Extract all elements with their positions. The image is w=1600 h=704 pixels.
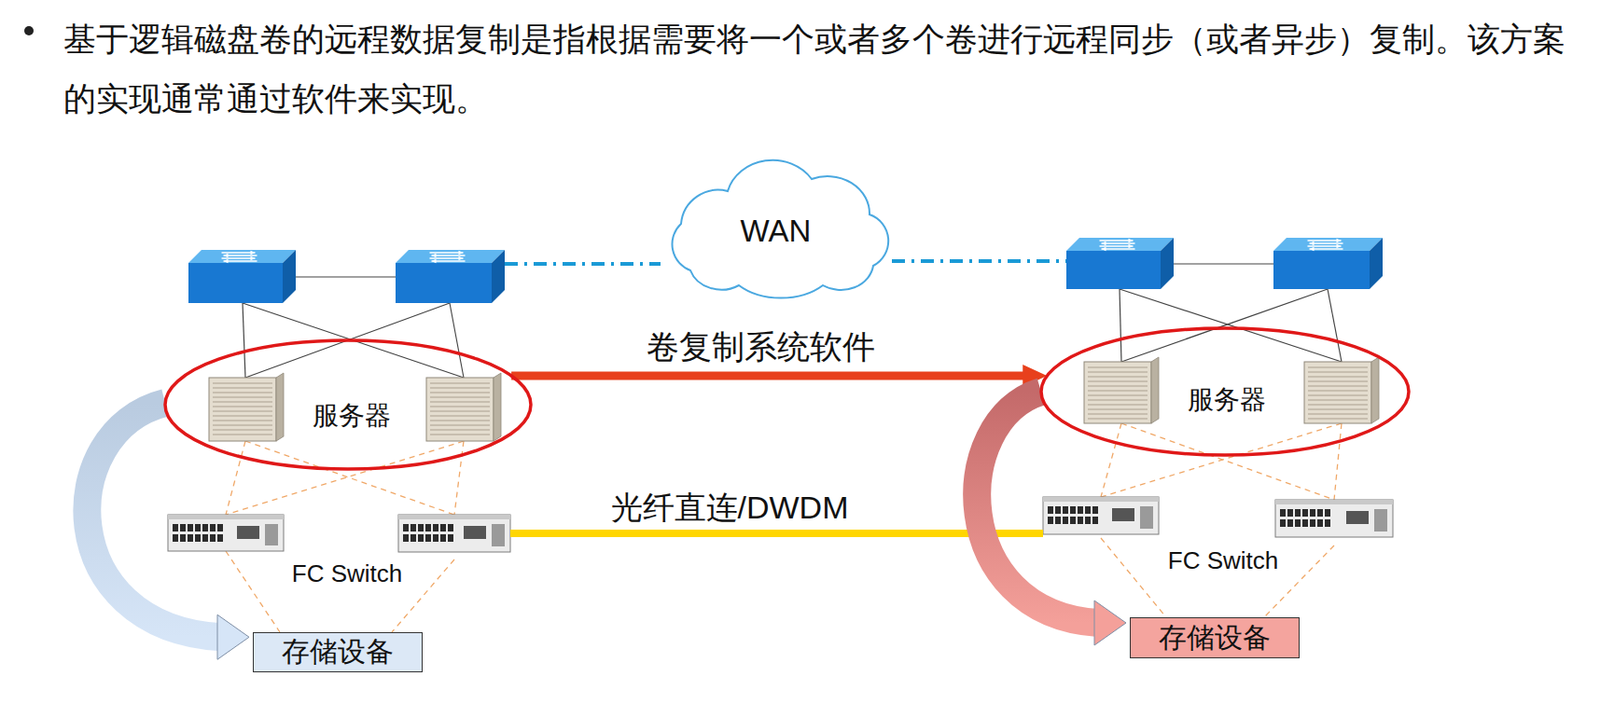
network-switch-icon — [188, 250, 296, 304]
server-group: 服务器 — [1039, 326, 1411, 458]
server-icon — [1084, 357, 1159, 424]
lan-cable — [1119, 289, 1342, 362]
edge-label: 卷复制系统软件 — [642, 329, 879, 366]
lan-cable — [1327, 289, 1342, 362]
lan-cable — [449, 303, 464, 378]
switch-link — [295, 276, 396, 278]
network-switch-icon — [1066, 237, 1174, 290]
fc-switch-group: FC Switch — [1043, 494, 1393, 581]
san-cable — [225, 551, 280, 633]
switch-link — [1173, 263, 1274, 265]
server-group: 服务器 — [163, 338, 533, 472]
lan-cable — [1121, 289, 1328, 362]
san-cable — [245, 441, 455, 515]
node-text: 服务器 — [312, 401, 391, 432]
node-text: 存储设备 — [281, 636, 394, 669]
server-icon — [208, 373, 284, 442]
san-cable — [1121, 423, 1335, 501]
connector — [86, 403, 250, 660]
edge-label: 光纤直连/DWDM — [607, 490, 853, 526]
server-icon — [1304, 357, 1379, 424]
san-cable — [1100, 423, 1122, 498]
lan-cable — [242, 303, 246, 378]
san-cable — [1334, 423, 1342, 501]
node-text: WAN — [740, 213, 812, 250]
storage-box: 存储设备 — [252, 632, 423, 673]
network-switch-icon — [1273, 237, 1383, 290]
connector — [976, 391, 1127, 646]
fc-switch-icon — [1043, 497, 1159, 535]
server-icon — [426, 373, 501, 442]
node-text: 存储设备 — [1158, 622, 1271, 655]
node-text: FC Switch — [1168, 547, 1279, 576]
san-cable — [454, 441, 464, 515]
fc-switch-group: FC Switch — [167, 511, 511, 596]
network-switch-icon — [395, 250, 505, 304]
node-text: 服务器 — [1187, 385, 1267, 416]
bullet-dot — [24, 26, 34, 36]
connector — [510, 533, 1044, 535]
san-cable — [1100, 538, 1167, 618]
wan-link — [891, 259, 1067, 264]
fc-switch-icon — [398, 514, 511, 553]
san-cable — [225, 441, 464, 515]
lan-cable — [1119, 289, 1122, 362]
bullet-text: 基于逻辑磁盘卷的远程数据复制是指根据需要将一个或者多个卷进行远程同步（或者异步）… — [63, 9, 1585, 129]
node-text: FC Switch — [292, 560, 403, 589]
fc-switch-icon — [1275, 500, 1393, 538]
wan-link — [504, 262, 661, 266]
network-wires — [225, 261, 1342, 633]
storage-box: 存储设备 — [1129, 617, 1300, 659]
fc-switch-icon — [167, 514, 284, 552]
san-cable — [1100, 423, 1342, 498]
connector — [511, 364, 1047, 388]
wan-cloud: WAN — [653, 158, 899, 296]
